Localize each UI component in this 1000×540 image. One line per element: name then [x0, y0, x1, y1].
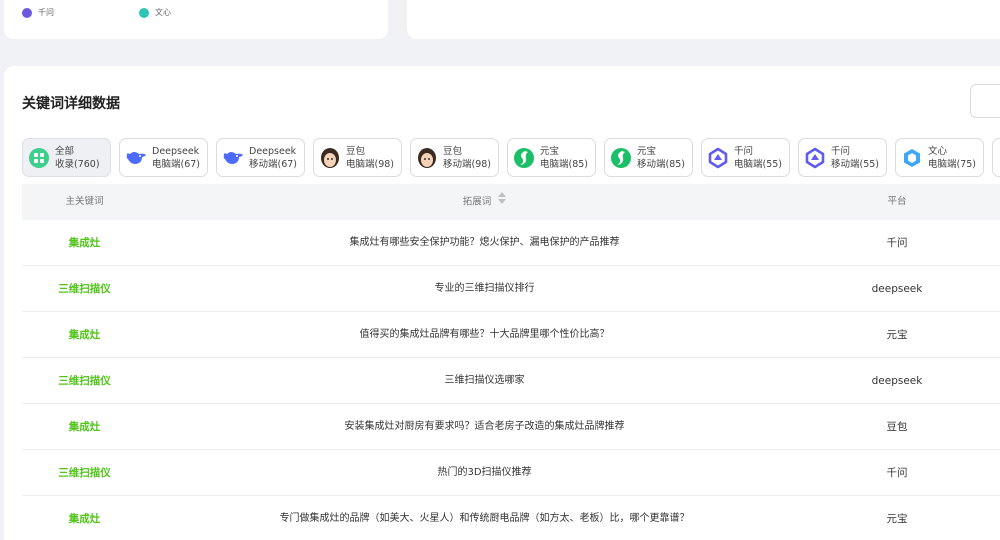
doubao-icon	[319, 147, 341, 169]
table-row[interactable]: 集成灶 集成灶有哪些安全保护功能？熄火保护、漏电保护的产品推荐 千问	[22, 220, 1000, 266]
legend-dot-icon	[22, 7, 32, 18]
tab-qianwen-pc[interactable]: 千问电脑端(55)	[701, 138, 790, 177]
top-right-card	[407, 0, 1000, 39]
tab-next[interactable]	[992, 138, 1000, 177]
yuanbao-icon	[610, 147, 632, 169]
extended-keyword-cell: 专业的三维扫描仪排行	[434, 283, 535, 294]
chip-count: 电脑端(67)	[152, 158, 201, 170]
platform-cell: 豆包	[886, 421, 908, 433]
chip-count: 电脑端(85)	[540, 158, 589, 170]
legend-item-qianwen[interactable]: 千问	[22, 7, 54, 18]
table-header: 主关键词 拓展词 平台	[22, 184, 1000, 220]
tab-yuanbao-pc[interactable]: 元宝电脑端(85)	[507, 138, 596, 177]
qianwen-icon	[707, 147, 729, 169]
chip-name: 豆包	[346, 145, 366, 157]
chip-name: 千问	[831, 145, 851, 157]
extended-keyword-cell: 三维扫描仪选哪家	[444, 375, 525, 386]
platform-cell: 千问	[886, 467, 908, 479]
platform-cell: 千问	[886, 237, 908, 249]
column-header-keyword: 主关键词	[65, 196, 104, 207]
chip-name: Deepseek	[152, 145, 200, 157]
table-row[interactable]: 三维扫描仪 专业的三维扫描仪排行 deepseek	[22, 266, 1000, 312]
extended-keyword-cell: 专门做集成灶的品牌（如美大、火星人）和传统厨电品牌（如方太、老板）比，哪个更靠谱…	[279, 513, 690, 524]
platform-cell: 元宝	[886, 329, 908, 341]
chip-count: 移动端(98)	[443, 158, 492, 170]
tab-qianwen-mobile[interactable]: 千问移动端(55)	[798, 138, 887, 177]
keyword-cell: 三维扫描仪	[58, 375, 111, 387]
column-header-extended[interactable]: 拓展词	[147, 184, 822, 220]
tab-all[interactable]: 全部收录(760)	[22, 138, 111, 177]
deepseek-icon	[125, 147, 147, 169]
legend-label: 文心	[155, 8, 171, 17]
chip-count: 移动端(67)	[249, 158, 298, 170]
tab-doubao-pc[interactable]: 豆包电脑端(98)	[313, 138, 402, 177]
column-header-platform: 平台	[887, 196, 907, 207]
wenxin-icon	[901, 147, 923, 169]
legend-item-wenxin[interactable]: 文心	[139, 7, 171, 18]
chip-name: 元宝	[637, 145, 657, 157]
tab-yuanbao-mobile[interactable]: 元宝移动端(85)	[604, 138, 693, 177]
qianwen-icon	[804, 147, 826, 169]
platform-cell: deepseek	[871, 375, 923, 387]
table-row[interactable]: 集成灶 值得买的集成灶品牌有哪些？十大品牌里哪个性价比高？ 元宝	[22, 312, 1000, 358]
table-row[interactable]: 集成灶 安装集成灶对厨房有要求吗？适合老房子改造的集成灶品牌推荐 豆包	[22, 404, 1000, 450]
tab-doubao-mobile[interactable]: 豆包移动端(98)	[410, 138, 499, 177]
table-row[interactable]: 集成灶 专门做集成灶的品牌（如美大、火星人）和传统厨电品牌（如方太、老板）比，哪…	[22, 496, 1000, 540]
chip-name: 全部	[55, 145, 75, 157]
chip-count: 电脑端(55)	[734, 158, 783, 170]
chart-legend-card: 千问 文心	[4, 0, 388, 39]
extended-keyword-cell: 热门的3D扫描仪推荐	[437, 467, 532, 478]
search-input[interactable]	[970, 84, 1000, 118]
chip-name: Deepseek	[249, 145, 297, 157]
chip-name: 文心	[928, 145, 948, 157]
keyword-cell: 集成灶	[68, 329, 101, 341]
yuanbao-icon	[513, 147, 535, 169]
chip-count: 移动端(55)	[831, 158, 880, 170]
platform-cell: 元宝	[886, 513, 908, 525]
sort-icon[interactable]	[498, 184, 507, 220]
chip-count: 电脑端(75)	[928, 158, 977, 170]
keyword-cell: 集成灶	[68, 421, 101, 433]
tab-wenxin-pc[interactable]: 文心电脑端(75)	[895, 138, 984, 177]
column-header-label: 拓展词	[462, 196, 492, 208]
chip-count: 电脑端(98)	[346, 158, 395, 170]
chip-name: 千问	[734, 145, 754, 157]
deepseek-icon	[222, 147, 244, 169]
extended-keyword-cell: 值得买的集成灶品牌有哪些？十大品牌里哪个性价比高？	[359, 329, 610, 340]
extended-keyword-cell: 集成灶有哪些安全保护功能？熄火保护、漏电保护的产品推荐	[349, 237, 620, 248]
table-row[interactable]: 三维扫描仪 热门的3D扫描仪推荐 千问	[22, 450, 1000, 496]
legend-dot-icon	[139, 7, 149, 18]
chip-count: 收录(760)	[55, 158, 100, 170]
extended-keyword-cell: 安装集成灶对厨房有要求吗？适合老房子改造的集成灶品牌推荐	[344, 421, 625, 432]
chip-count: 移动端(85)	[637, 158, 686, 170]
platform-cell: deepseek	[871, 283, 923, 295]
keyword-cell: 集成灶	[68, 513, 101, 525]
chip-name: 豆包	[443, 145, 463, 157]
section-title: 关键词详细数据	[22, 96, 120, 112]
doubao-icon	[416, 147, 438, 169]
table-row[interactable]: 三维扫描仪 三维扫描仪选哪家 deepseek	[22, 358, 1000, 404]
grid-icon	[28, 147, 50, 169]
legend-label: 千问	[38, 8, 54, 17]
keyword-cell: 三维扫描仪	[58, 467, 111, 479]
keyword-cell: 三维扫描仪	[58, 283, 111, 295]
chip-name: 元宝	[540, 145, 560, 157]
keyword-cell: 集成灶	[68, 237, 101, 249]
